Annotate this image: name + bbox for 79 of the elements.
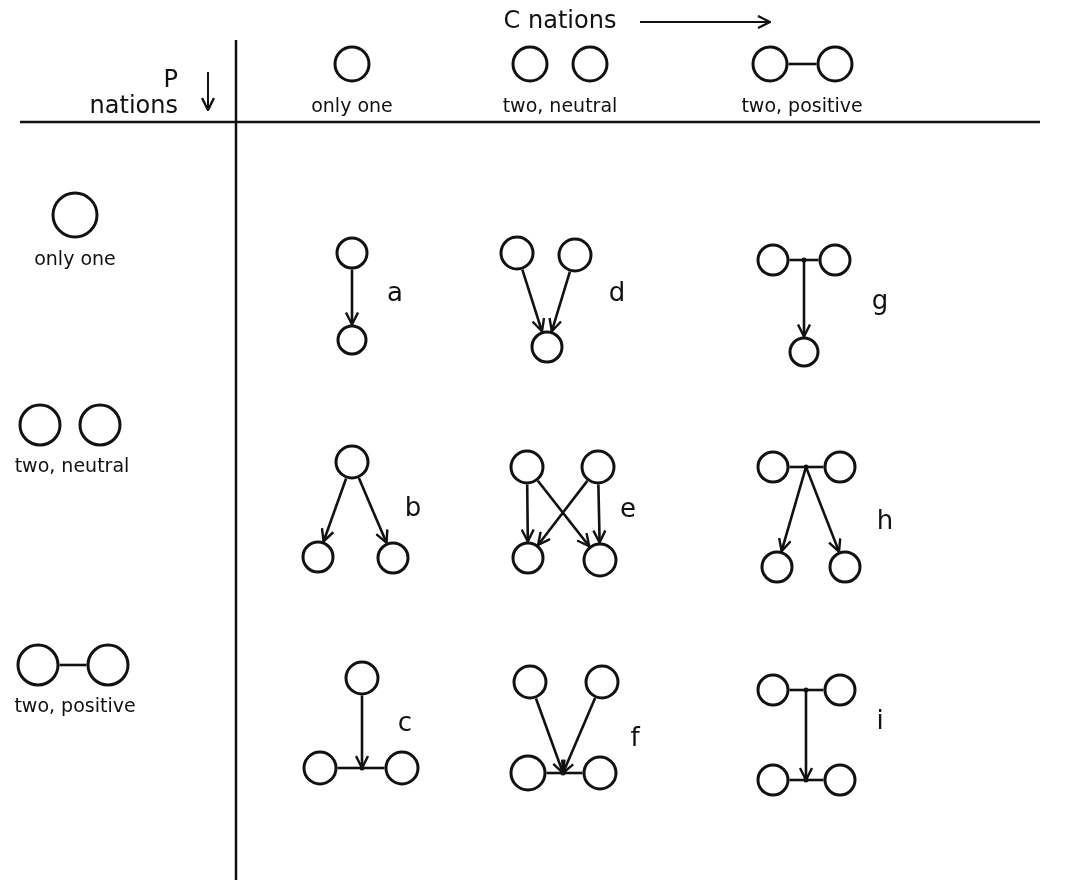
circle-node: [816, 45, 854, 83]
circle-node: [509, 449, 545, 485]
circle-node: [756, 450, 790, 484]
circle-node: [51, 191, 99, 239]
arrow: [548, 271, 572, 333]
junction-dot: [803, 777, 809, 783]
column-heading: two, positive: [741, 94, 863, 116]
circle-node: [828, 550, 862, 584]
axis-heading: P nations: [88, 65, 178, 119]
junction-dot: [803, 464, 809, 470]
circle-node: [580, 449, 616, 485]
arrow: [521, 269, 546, 333]
circle-node: [336, 324, 368, 356]
arrow: [520, 484, 535, 543]
circle-node: [756, 243, 790, 277]
arrow: [796, 261, 812, 338]
circle-node: [571, 45, 609, 83]
case-letter: d: [608, 277, 626, 307]
circle-node: [760, 550, 794, 584]
case-letter: g: [871, 285, 889, 315]
arrow: [805, 467, 842, 553]
circle-node: [512, 664, 548, 700]
case-letter: f: [630, 722, 640, 752]
circle-node: [584, 664, 620, 700]
junction-dot: [801, 257, 807, 263]
connector-line: [337, 766, 362, 770]
column-heading: only one: [311, 94, 393, 116]
connector-line: [788, 62, 817, 66]
circle-node: [509, 754, 547, 792]
circle-node: [751, 45, 789, 83]
junction-dot: [560, 770, 566, 776]
arrow: [534, 698, 566, 775]
arrow: [320, 478, 348, 543]
row-heading: two, positive: [14, 694, 136, 716]
circle-node: [301, 540, 335, 574]
circle-node: [335, 236, 369, 270]
case-letter: c: [397, 707, 413, 737]
circle-node: [334, 444, 370, 480]
connector-line: [59, 663, 87, 667]
circle-node: [384, 750, 420, 786]
axis-heading: C nations: [503, 6, 617, 34]
column-heading: two, neutral: [502, 94, 618, 116]
circle-node: [788, 336, 820, 368]
arrow: [344, 269, 360, 326]
circle-node: [756, 763, 790, 797]
junction-dot: [359, 765, 365, 771]
circle-node: [530, 330, 564, 364]
case-letter: h: [876, 505, 894, 535]
circle-node: [756, 673, 790, 707]
circle-node: [582, 755, 618, 791]
circle-node: [78, 403, 122, 447]
row-heading: only one: [34, 247, 116, 269]
circle-node: [511, 541, 545, 575]
circle-node: [333, 45, 371, 83]
case-letter: b: [404, 492, 422, 522]
case-letter: a: [387, 277, 403, 307]
circle-node: [302, 750, 338, 786]
circle-node: [823, 450, 857, 484]
circle-node: [818, 243, 852, 277]
arrow: [561, 697, 597, 775]
circle-node: [16, 643, 60, 687]
circle-node: [511, 45, 549, 83]
circle-node: [823, 673, 857, 707]
arrow: [778, 468, 807, 553]
circle-node: [18, 403, 62, 447]
junction-dot: [803, 687, 809, 693]
circle-node: [499, 235, 535, 271]
arrow: [357, 477, 389, 545]
circle-node: [582, 542, 618, 578]
circle-node: [823, 763, 857, 797]
case-letter: i: [876, 705, 884, 735]
circle-node: [376, 541, 410, 575]
connector-line: [363, 766, 385, 770]
circle-node: [344, 660, 380, 696]
row-heading: two, neutral: [14, 454, 130, 476]
circle-node: [86, 643, 130, 687]
case-letter: e: [620, 493, 636, 523]
circle-node: [557, 237, 593, 273]
arrow: [592, 484, 607, 544]
